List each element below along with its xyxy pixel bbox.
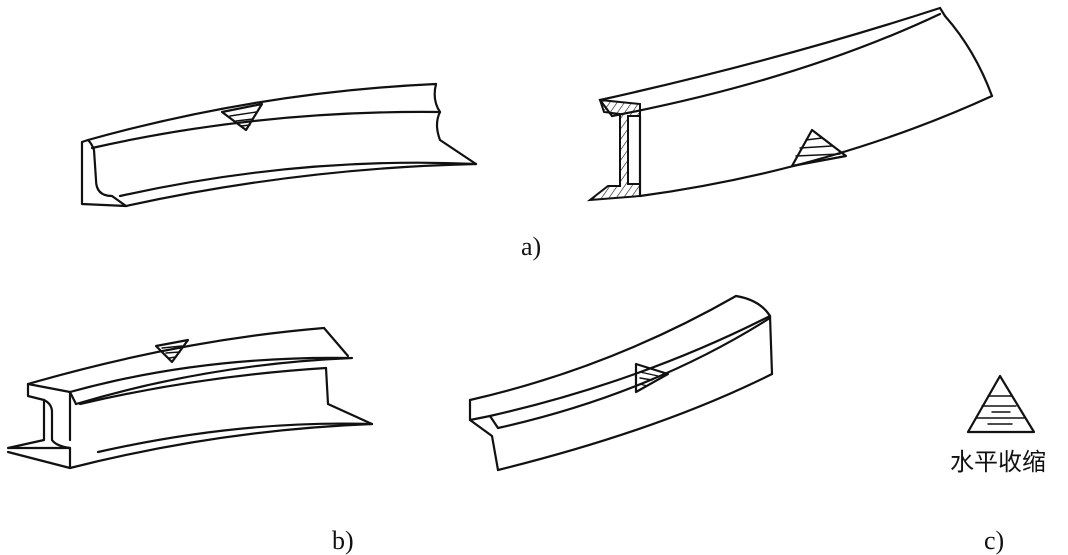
i-beam-curved — [6, 326, 374, 470]
channel-beam-curved-right — [586, 6, 994, 202]
label-a: a) — [521, 232, 542, 261]
bar-beam-curved — [468, 294, 774, 472]
label-b: b) — [332, 526, 354, 555]
horizontal-shrinkage-symbol — [966, 374, 1036, 434]
label-c: c) — [984, 526, 1005, 555]
legend-label: 水平收缩 — [950, 448, 1046, 476]
angle-beam-curved-left — [80, 82, 478, 208]
